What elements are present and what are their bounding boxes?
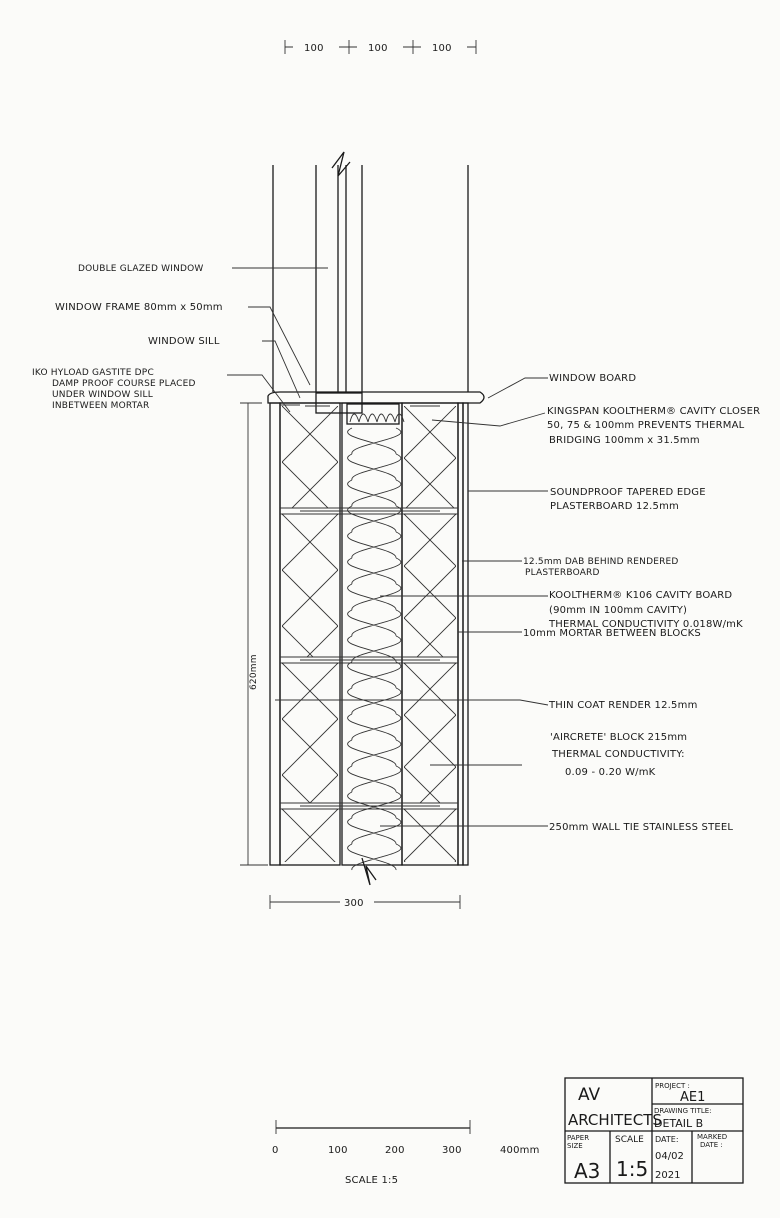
label-window-board: WINDOW BOARD	[549, 373, 636, 384]
insulation-loops	[347, 427, 402, 871]
label-dpc-4: INBETWEEN MORTAR	[52, 401, 149, 411]
label-dab-1: 12.5mm DAB BEHIND RENDERED	[523, 557, 679, 567]
height-dimension: 620mm	[240, 402, 268, 866]
label-closer-3: BRIDGING 100mm x 31.5mm	[549, 435, 700, 446]
dpc	[280, 404, 440, 407]
aircrete-block	[404, 406, 456, 508]
break-line-bottom	[361, 857, 377, 886]
label-closer-1: KINGSPAN KOOLTHERM® CAVITY CLOSER	[547, 406, 760, 417]
scale-value: 1:5	[616, 1157, 648, 1181]
project-value: AE1	[680, 1090, 705, 1105]
width-dimension: 300	[269, 895, 461, 909]
date-value-1: 04/02	[655, 1151, 684, 1162]
scale-tick-300: 300	[442, 1145, 462, 1156]
aircrete-block	[282, 406, 338, 508]
scale-tick-0: 0	[272, 1145, 279, 1156]
scale-tick-200: 200	[385, 1145, 405, 1156]
top-dimension: 100 100 100	[284, 40, 477, 54]
plaster-dab	[457, 402, 464, 866]
label-dpc-3: UNDER WINDOW SILL	[52, 390, 153, 400]
cavity	[341, 402, 403, 866]
plasterboard	[462, 402, 469, 866]
mortar-joint	[280, 656, 458, 664]
cavity-board-insulation	[347, 413, 405, 871]
paper-size-value: A3	[574, 1159, 600, 1183]
company-line-1: AV	[578, 1085, 601, 1105]
label-closer-2: 50, 75 & 100mm PREVENTS THERMAL	[547, 420, 745, 431]
outer-aircrete-leaf	[279, 402, 341, 866]
title-block: AV ARCHITECTS PROJECT : AE1 DRAWING TITL…	[564, 1077, 744, 1184]
label-cavity-board-3: THERMAL CONDUCTIVITY 0.018W/mK	[548, 619, 743, 630]
aircrete-block	[404, 514, 456, 657]
scale-caption: SCALE 1:5	[345, 1175, 398, 1186]
label-aircrete-1: 'AIRCRETE' BLOCK 215mm	[550, 732, 687, 743]
drawing-title-value: DETAIL B	[654, 1117, 703, 1130]
label-cavity-board-1: KOOLTHERM® K106 CAVITY BOARD	[549, 590, 732, 601]
aircrete-block	[404, 663, 456, 803]
dim-620: 620mm	[249, 654, 259, 690]
paper-size-label-2: SIZE	[567, 1142, 583, 1150]
scale-label: SCALE	[615, 1135, 644, 1145]
thin-coat-render	[269, 402, 281, 866]
aircrete-block	[404, 809, 456, 862]
aircrete-block	[282, 514, 338, 657]
marked-date-label-1: MARKED	[697, 1133, 727, 1141]
paper-size-label-1: PAPER	[567, 1134, 589, 1142]
label-dpc-2: DAMP PROOF COURSE PLACED	[52, 379, 196, 389]
label-cavity-board-2: (90mm IN 100mm CAVITY)	[549, 605, 687, 616]
label-plasterboard-2: PLASTERBOARD 12.5mm	[550, 501, 679, 512]
label-wall-tie: 250mm WALL TIE STAINLESS STEEL	[549, 822, 733, 833]
scale-tick-100: 100	[328, 1145, 348, 1156]
label-dpc-1: IKO HYLOAD GASTITE DPC	[32, 368, 154, 378]
date-label: DATE:	[655, 1135, 679, 1144]
company-line-2: ARCHITECTS	[568, 1111, 662, 1129]
dim-100-b: 100	[368, 43, 388, 54]
scale-bar: 0 100 200 300 400mm SCALE 1:5	[272, 1120, 540, 1186]
project-label: PROJECT :	[655, 1082, 690, 1090]
cavity-wall	[269, 402, 469, 866]
marked-date-label-2: DATE :	[700, 1141, 723, 1149]
dim-100-a: 100	[304, 43, 324, 54]
aircrete-block	[282, 809, 338, 862]
label-window-frame: WINDOW FRAME 80mm x 50mm	[55, 302, 223, 313]
label-aircrete-2: THERMAL CONDUCTIVITY:	[551, 749, 685, 760]
label-mortar: 10mm MORTAR BETWEEN BLOCKS	[523, 628, 701, 639]
aircrete-block	[282, 663, 338, 803]
date-value-2: 2021	[655, 1170, 680, 1181]
label-plasterboard-1: SOUNDPROOF TAPERED EDGE	[550, 487, 706, 498]
label-double-glazed-window: DOUBLE GLAZED WINDOW	[78, 264, 204, 274]
inner-aircrete-leaf	[401, 402, 459, 866]
mortar-joint	[280, 507, 458, 515]
dim-300: 300	[344, 898, 364, 909]
label-aircrete-3: 0.09 - 0.20 W/mK	[565, 767, 656, 778]
window-sill	[267, 391, 485, 404]
scale-tick-400: 400mm	[500, 1145, 540, 1156]
dim-100-c: 100	[432, 43, 452, 54]
label-dab-2: PLASTERBOARD	[525, 568, 600, 578]
drawing-title-label: DRAWING TITLE:	[654, 1107, 712, 1115]
leader-lines	[227, 267, 549, 827]
label-window-sill: WINDOW SILL	[148, 336, 220, 347]
cavity-closer-hatch	[349, 413, 405, 423]
label-render: THIN COAT RENDER 12.5mm	[548, 700, 698, 711]
break-line-top	[331, 151, 351, 177]
double-glazed-window	[272, 151, 469, 414]
